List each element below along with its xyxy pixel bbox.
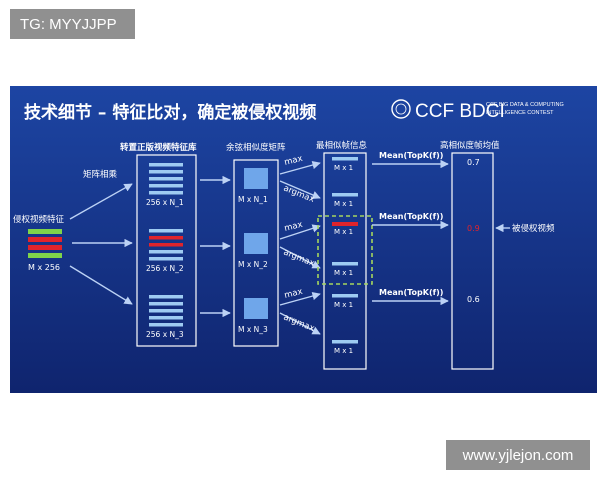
result-label: 被侵权视频	[512, 223, 555, 234]
logo-text: CCF BDCI	[415, 101, 505, 122]
arrow-argmax-1	[279, 180, 321, 199]
library-container	[136, 154, 197, 347]
library-block-3	[149, 295, 183, 327]
frame-dim-1: M x 1	[334, 164, 353, 172]
avg-value-1: 0.7	[467, 158, 480, 167]
mean-label-2: Mean(TopK(f))	[379, 212, 443, 221]
frame-dim-6: M x 1	[334, 347, 353, 355]
watermark-bottom-right: www.yjlejon.com	[446, 440, 590, 470]
slide-background	[10, 86, 597, 393]
cosine-block-2	[244, 233, 268, 254]
cosine-dim-3: M x N_3	[238, 325, 268, 334]
slide-title: 技术细节 – 特征比对，确定被侵权视频	[24, 102, 316, 123]
mean-label-1: Mean(TopK(f))	[379, 151, 443, 160]
frame-label: 最相似帧信息	[316, 140, 368, 151]
cosine-block-3	[244, 298, 268, 319]
arrow-max-1	[279, 160, 321, 175]
max-label-1: max	[283, 154, 303, 168]
avg-container	[451, 152, 494, 370]
infringing-label: 侵权视频特征	[13, 214, 65, 225]
frame-dim-3: M x 1	[334, 228, 353, 236]
cosine-container	[233, 159, 279, 347]
library-dim-2: 256 x N_2	[146, 264, 184, 273]
arrow-max-3	[279, 291, 321, 306]
arrow-to-library-3	[69, 265, 133, 305]
library-dim-1: 256 x N_1	[146, 198, 184, 207]
library-block-2	[149, 229, 183, 261]
cosine-block-1	[244, 168, 268, 189]
avg-value-3: 0.6	[467, 295, 480, 304]
avg-value-2: 0.9	[467, 224, 480, 233]
arrow-max-2	[279, 224, 321, 240]
infringing-feature-stack	[28, 229, 62, 258]
library-label: 转置正版视频特征库	[120, 142, 197, 153]
frame-container	[323, 152, 367, 370]
arrow-to-library-1	[69, 183, 133, 220]
frame-dim-2: M x 1	[334, 200, 353, 208]
slide-image: 技术细节 – 特征比对，确定被侵权视频 CCF BDCI CCF BIG DAT…	[10, 86, 597, 393]
mean-label-3: Mean(TopK(f))	[379, 288, 443, 297]
logo-sub-2: INTELLIGENCE CONTEST	[486, 110, 554, 116]
seal-icon	[391, 99, 411, 119]
watermark-top-left: TG: MYYJJPP	[10, 9, 135, 39]
avg-label: 高相似度帧均值	[440, 140, 500, 151]
infringing-dim: M x 256	[28, 263, 60, 272]
cosine-dim-1: M x N_1	[238, 195, 268, 204]
cosine-label: 余弦相似度矩阵	[226, 142, 286, 153]
max-label-2: max	[283, 220, 303, 234]
matmul-label: 矩阵相乘	[83, 169, 118, 180]
highlight-dashed-box	[317, 215, 373, 285]
cosine-dim-2: M x N_2	[238, 260, 268, 269]
arrow-argmax-2	[279, 246, 321, 269]
arrow-argmax-3	[279, 312, 321, 335]
library-block-1	[149, 163, 183, 195]
logo-sub-1: CCF BIG DATA & COMPUTING	[486, 102, 564, 108]
ccf-logo: CCF BDCI CCF BIG DATA & COMPUTING INTELL…	[391, 99, 564, 122]
frame-dim-4: M x 1	[334, 269, 353, 277]
frame-dim-5: M x 1	[334, 301, 353, 309]
library-dim-3: 256 x N_3	[146, 330, 184, 339]
max-label-3: max	[283, 287, 303, 301]
